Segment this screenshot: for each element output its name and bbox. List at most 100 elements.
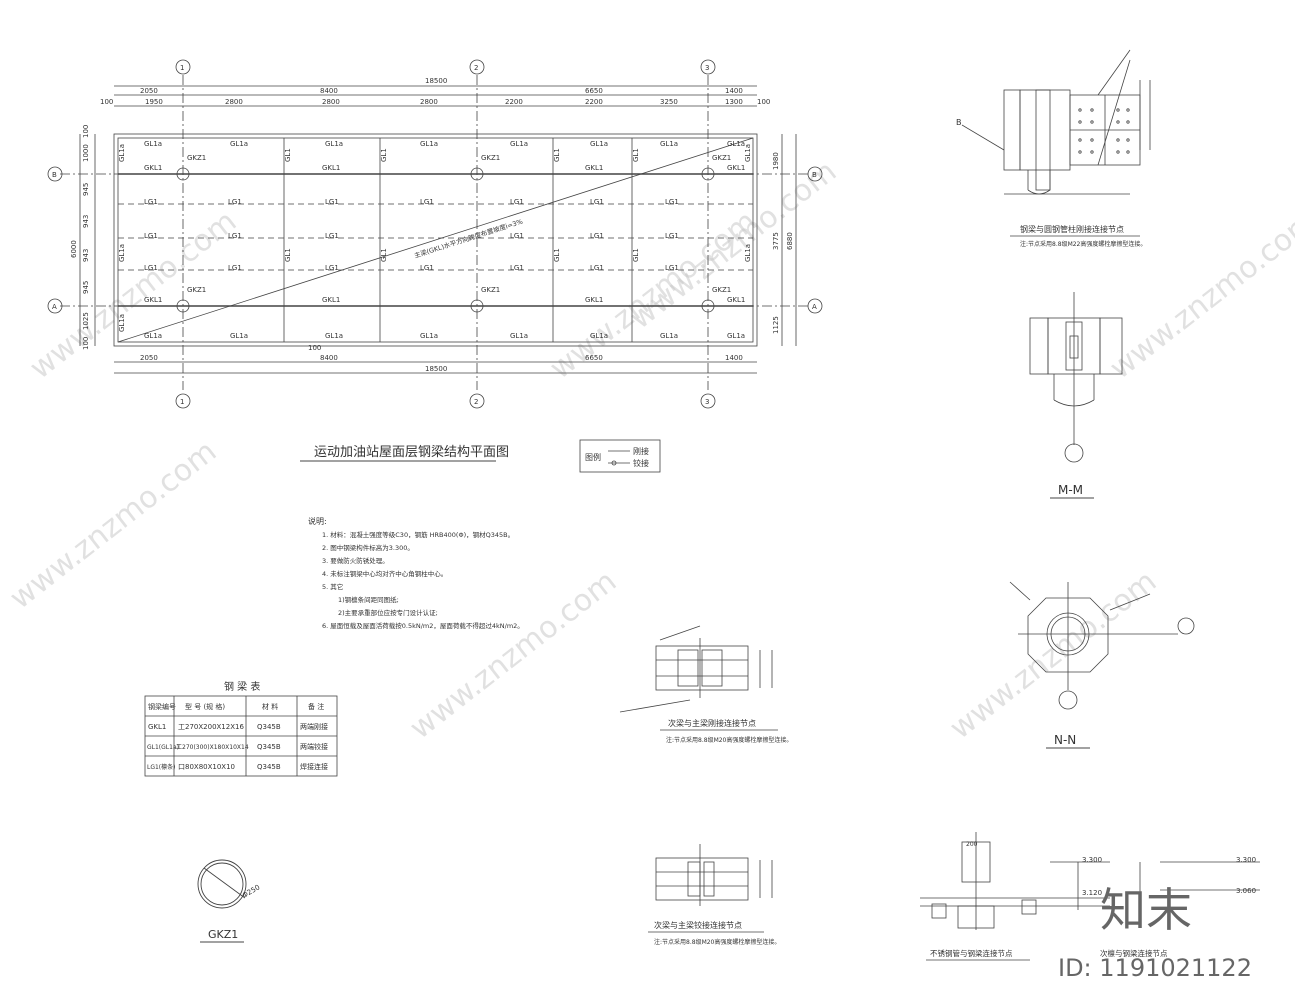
member-label: LG1 [510, 232, 524, 240]
member-label: LG1 [510, 264, 524, 272]
member-label: GL1a [590, 140, 608, 148]
elevation: 3.300 [1236, 856, 1256, 864]
elevation: 3.300 [1082, 856, 1102, 864]
member-label: GKZ1 [187, 286, 206, 294]
member-label-vert: GL1 [632, 248, 640, 262]
detail-label: 200 [966, 841, 978, 848]
detail-note: 注:节点采用8.8级M20高强度螺栓摩擦型连接。 [654, 938, 780, 946]
dim-top: 8400 [320, 87, 338, 95]
notes-line: 1. 材料：混凝土强度等级C30，钢筋 HRB400(Φ)，钢材Q345B。 [322, 530, 514, 539]
steel-table-text: 钢 梁 表 钢梁编号 型 号 (规 格) 材 料 备 注 GKL1 工270X2… [147, 680, 328, 771]
notes-line: 3. 要做防火防锈处理。 [322, 556, 389, 565]
dim-left: 100 [82, 337, 90, 350]
axis-label: 2 [474, 64, 478, 72]
member-label: LG1 [144, 198, 158, 206]
table-cell: 口80X80X10X10 [178, 763, 235, 771]
notes-heading: 说明: [308, 516, 327, 526]
dim-bottom: 2050 [140, 354, 158, 362]
member-label: GL1a [325, 332, 343, 340]
member-label-vert: GL1 [380, 248, 388, 262]
member-label: GKL1 [727, 164, 745, 172]
detail-rigid-node [961, 49, 1151, 195]
column-gkz1 [701, 167, 715, 181]
table-header: 备 注 [308, 702, 324, 711]
table-header: 材 料 [262, 702, 278, 711]
member-label: GL1a [144, 140, 162, 148]
detail-mm-section [1029, 292, 1123, 463]
dim-left: 100 [82, 125, 90, 138]
legend-item: 刚接 [633, 446, 649, 456]
column-gkz1 [176, 167, 190, 181]
dim-top: 2050 [140, 87, 158, 95]
column-markers [176, 167, 715, 313]
member-label: GL1a [420, 140, 438, 148]
member-label: LG1 [590, 264, 604, 272]
dim-left: 943 [82, 249, 90, 262]
axis-label: B [52, 171, 57, 179]
dim-top: 6650 [585, 87, 603, 95]
dim-top-2: 100 [757, 98, 770, 106]
member-label: GL1a [660, 140, 678, 148]
detail-beam-rigid [619, 625, 773, 713]
dim-top: 1400 [725, 87, 743, 95]
dim-top-2: 3250 [660, 98, 678, 106]
section-label: N-N [1054, 733, 1076, 747]
member-label-vert: GL1a [118, 314, 126, 332]
detail-misc [920, 832, 1260, 930]
member-label: LG1 [665, 264, 679, 272]
member-label-vert: GL1 [380, 148, 388, 162]
member-label: LG1 [420, 198, 434, 206]
dim-top-2: 2800 [420, 98, 438, 106]
axis-bubble [469, 393, 485, 409]
axis-label: A [52, 303, 57, 311]
dim-total-bottom: 18500 [425, 365, 447, 373]
detail-note: 注:节点采用8.8级M22高强度螺栓摩擦型连接。 [1020, 240, 1146, 248]
elevation: 3.060 [1236, 887, 1256, 895]
member-label: GL1a [230, 140, 248, 148]
detail-nn-section [1009, 581, 1195, 710]
member-label: LG1 [590, 232, 604, 240]
member-label: GL1a [144, 332, 162, 340]
member-label-vert: GL1 [632, 148, 640, 162]
axis-bubble [700, 393, 716, 409]
dim-left-total: 6000 [70, 240, 78, 258]
member-label-vert: GL1 [284, 248, 292, 262]
dim-bottom: 6650 [585, 354, 603, 362]
member-label: LG1 [144, 264, 158, 272]
member-label: GKL1 [144, 296, 162, 304]
member-label: GKL1 [585, 296, 603, 304]
small-dim: 100 [308, 344, 321, 352]
plan-inner-outline [117, 137, 754, 343]
member-label-vert: GL1a [744, 244, 752, 262]
member-label-vert: GL1 [553, 248, 561, 262]
dim-top-2: 2800 [322, 98, 340, 106]
member-label: LG1 [325, 232, 339, 240]
table-title: 钢 梁 表 [224, 680, 260, 693]
member-label-vert: GL1a [118, 144, 126, 162]
axis-bubble [175, 59, 191, 75]
dim-bottom: 1400 [725, 354, 743, 362]
member-label: GL1a [510, 140, 528, 148]
axis-bubble [47, 298, 63, 314]
member-label: LG1 [228, 264, 242, 272]
detail-label: B [956, 118, 962, 127]
member-label-vert: GL1a [118, 244, 126, 262]
notes-line: 5. 其它 [322, 582, 343, 591]
column-label: GKZ1 [208, 928, 238, 941]
roof-plan [47, 59, 823, 409]
axis-bubble [807, 298, 823, 314]
table-cell: GL1(GL1a) [147, 744, 179, 751]
detail-title: 钢梁与圆钢管柱刚接连接节点 [1020, 224, 1124, 234]
member-label: GL1a [230, 332, 248, 340]
section-label: M-M [1058, 483, 1083, 497]
member-label: GL1a [420, 332, 438, 340]
member-label: GKZ1 [187, 154, 206, 162]
detail-note: 注:节点采用8.8级M20高强度螺栓摩擦型连接。 [666, 736, 792, 744]
member-label: GKL1 [585, 164, 603, 172]
dim-top-2: 1300 [725, 98, 743, 106]
notes-line: 6. 屋面恒载及屋面活荷载按0.5kN/m2，屋面荷载不得超过4kN/m2。 [322, 621, 524, 630]
table-cell: Q345B [257, 723, 281, 731]
notes-line: 2)主要承重部位应按专门设计认证; [338, 608, 438, 617]
notes-line: 4. 未标注钢梁中心均对齐中心角钢柱中心。 [322, 569, 447, 578]
